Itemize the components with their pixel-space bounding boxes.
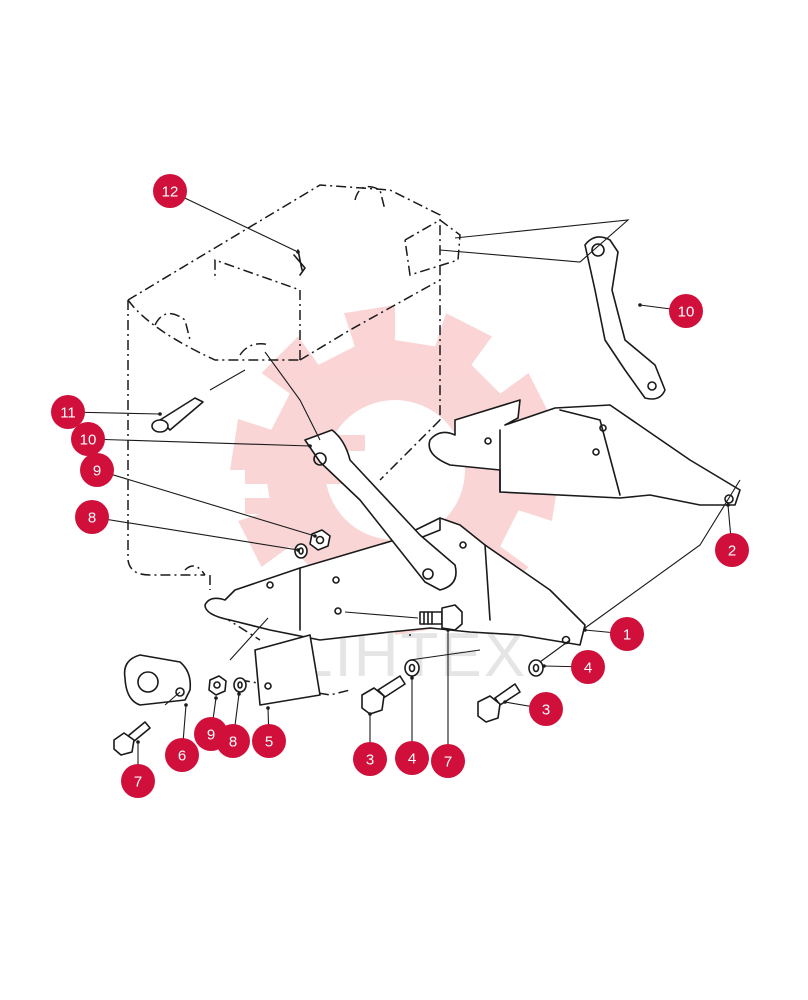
bolt-left <box>113 721 151 756</box>
leader-tip-c8a <box>296 548 300 552</box>
callout-label-c5: 5 <box>265 734 273 751</box>
callout-badge-c12 <box>153 174 187 208</box>
watermark-gear-stripe <box>245 468 345 484</box>
callout-label-c11: 11 <box>60 405 76 422</box>
leader-tip-c4b <box>410 676 414 680</box>
leader-tip-c7b <box>446 628 450 632</box>
callout-badge-c6 <box>165 738 199 772</box>
callout-badge-c7b <box>431 744 465 778</box>
right-mounting-bracket <box>428 399 741 506</box>
callout-label-c9a: 9 <box>93 463 101 480</box>
leader-tip-c9a <box>313 534 317 538</box>
callout-label-c9b: 9 <box>207 727 215 744</box>
washer-right <box>528 659 544 677</box>
bolt-center-long <box>419 604 463 631</box>
callout-label-c7b: 7 <box>444 754 452 771</box>
nut-center <box>309 529 331 551</box>
leader-line-c12 <box>169 190 299 253</box>
callout-label-c1: 1 <box>623 627 631 644</box>
leader-tip-c5 <box>266 706 270 710</box>
right-link-arm <box>584 236 666 400</box>
callout-badge-c11 <box>51 395 85 429</box>
leader-tip-c10b <box>308 444 312 448</box>
washer-left <box>233 677 247 693</box>
callout-label-c4a: 4 <box>584 660 592 677</box>
cotter-pin <box>293 249 306 276</box>
callout-label-c6: 6 <box>178 748 186 765</box>
callout-badge-c3b <box>353 742 387 776</box>
callout-badge-c10a <box>669 294 703 328</box>
watermark-gear-stripe <box>245 498 325 514</box>
tractor-frame-outline <box>127 184 461 696</box>
callout-label-c12: 12 <box>162 184 179 201</box>
leader-tip-c11 <box>158 412 162 416</box>
leader-line-c8a <box>91 516 299 551</box>
callout-label-c3a: 3 <box>542 702 550 719</box>
callout-label-c10a: 10 <box>678 304 695 321</box>
callout-label-c7a: 7 <box>134 774 142 791</box>
callout-badge-c8a <box>75 500 109 534</box>
assembly-lines <box>164 219 741 706</box>
leader-line-c9a <box>96 469 316 537</box>
leader-tip-c3a <box>503 700 507 704</box>
callout-label-c2: 2 <box>728 543 736 560</box>
leader-tip-c12 <box>296 250 300 254</box>
callout-badge-c10b <box>71 422 105 456</box>
callout-badge-c3a <box>529 692 563 726</box>
callout-badge-c8b <box>216 724 250 758</box>
callout-label-c10b: 10 <box>80 432 97 449</box>
spacer-plate <box>123 654 192 706</box>
leader-tip-c3b <box>368 712 372 716</box>
bolt-mid <box>361 675 406 715</box>
callout-badge-c4a <box>571 650 605 684</box>
callout-badge-c7a <box>121 764 155 798</box>
leader-tip-c1 <box>583 628 587 632</box>
callout-badge-c4b <box>395 741 429 775</box>
leader-tip-c8b <box>237 692 241 696</box>
callout-label-c3b: 3 <box>366 752 374 769</box>
side-plate <box>254 634 321 706</box>
pivot-pin <box>151 397 204 433</box>
leader-tip-c9b <box>214 696 218 700</box>
center-link-arm <box>304 429 457 591</box>
nut-left <box>208 675 227 696</box>
bolt-right <box>477 683 521 723</box>
leader-tip-c10a <box>638 303 642 307</box>
callout-badge-c1 <box>610 617 644 651</box>
callout-badge-c5 <box>252 724 286 758</box>
leader-tip-c2 <box>726 503 730 507</box>
leader-tip-c7a <box>136 740 140 744</box>
leader-line-c10b <box>87 438 311 447</box>
callout-label-c8b: 8 <box>229 734 237 751</box>
washer-mid <box>404 659 420 677</box>
callout-badge-c2 <box>715 533 749 567</box>
callout-label-c4b: 4 <box>408 751 416 768</box>
callout-label-c8a: 8 <box>88 510 96 527</box>
callout-badge-c9a <box>80 453 114 487</box>
leader-tip-c6 <box>184 703 188 707</box>
leader-tip-c4a <box>542 664 546 668</box>
